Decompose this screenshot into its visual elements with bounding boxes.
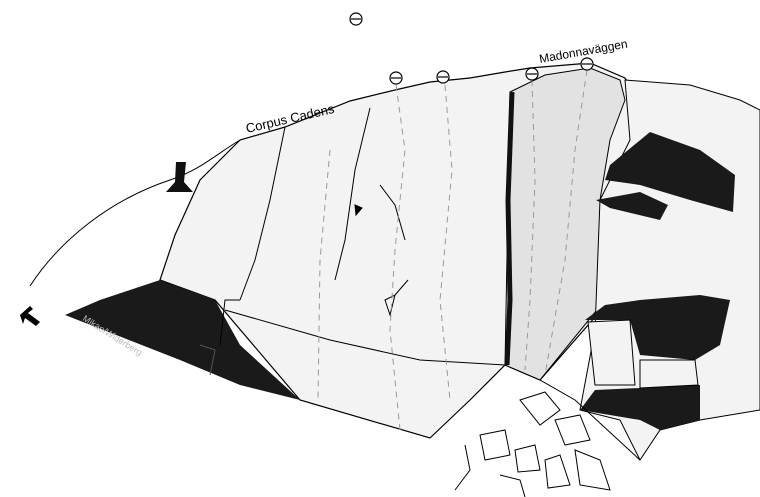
route-anchor-icon bbox=[349, 12, 594, 85]
route-lines bbox=[317, 69, 588, 431]
dark-wedge bbox=[65, 280, 300, 400]
dark-block bbox=[580, 385, 700, 430]
rock-features bbox=[224, 107, 641, 461]
approach-path bbox=[29, 139, 241, 287]
crack bbox=[504, 91, 515, 366]
slab bbox=[504, 67, 626, 381]
tree-icon bbox=[166, 162, 193, 192]
approach-arrow-icon bbox=[20, 306, 40, 326]
dark-block bbox=[605, 132, 735, 212]
dark-block bbox=[585, 295, 730, 360]
dark-block bbox=[596, 192, 668, 220]
boulders bbox=[454, 391, 611, 497]
